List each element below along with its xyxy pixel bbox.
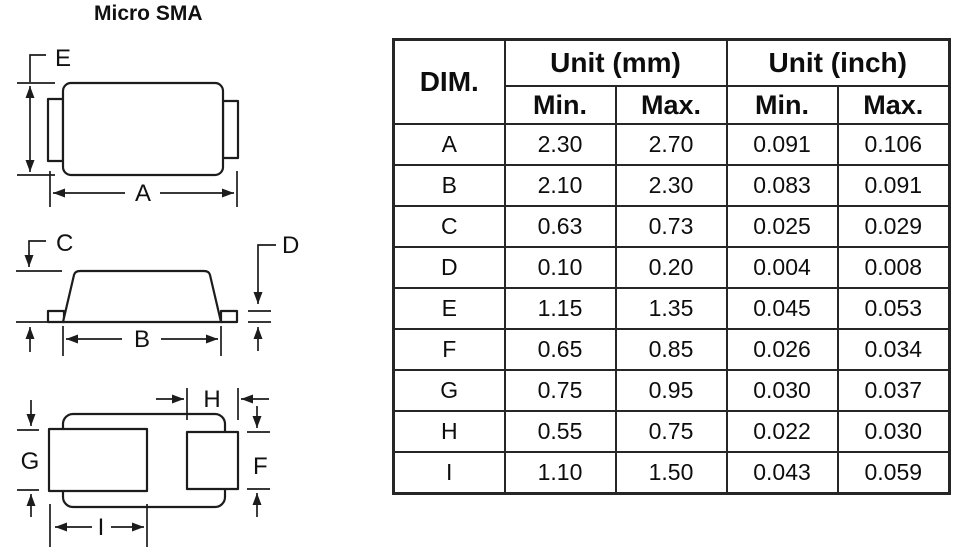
- dim-label-e: E: [55, 45, 71, 72]
- dim-label-c: C: [56, 230, 73, 257]
- col-header-mm-min: Min.: [503, 85, 617, 125]
- side-view-body: [61, 269, 223, 324]
- inch-min-cell: 0.022: [725, 410, 839, 453]
- inch-min-cell: 0.026: [725, 328, 839, 371]
- inch-max-cell: 0.029: [836, 205, 951, 248]
- dimension-table-container: DIM. Unit (mm) Unit (inch) Min. Max. Min…: [392, 38, 952, 495]
- header-row-groups: DIM. Unit (mm) Unit (inch): [392, 38, 951, 125]
- inch-max-cell: 0.106: [836, 123, 951, 166]
- inch-max-cell: 0.091: [836, 164, 951, 207]
- mm-max-cell: 2.70: [614, 123, 728, 166]
- dim-cell: E: [392, 287, 506, 330]
- package-drawings: E A C D: [16, 45, 299, 547]
- side-view: C D B: [16, 230, 299, 356]
- col-header-inch-max: Max.: [836, 85, 951, 125]
- col-header-inch-min: Min.: [725, 85, 839, 125]
- table-row-h: H 0.55 0.75 0.022 0.030: [392, 410, 951, 453]
- inch-max-cell: 0.008: [836, 246, 951, 289]
- mm-max-cell: 0.85: [614, 328, 728, 371]
- bottom-view: G H F I: [17, 386, 270, 547]
- inch-min-cell: 0.045: [725, 287, 839, 330]
- col-header-dim: DIM.: [392, 38, 506, 125]
- inch-min-cell: 0.030: [725, 369, 839, 412]
- inch-min-cell: 0.091: [725, 123, 839, 166]
- top-view-right-lead: [221, 99, 240, 160]
- inch-min-cell: 0.043: [725, 451, 839, 494]
- top-view-body: [61, 81, 225, 177]
- mm-min-cell: 0.10: [503, 246, 617, 289]
- mm-min-cell: 0.65: [503, 328, 617, 371]
- dim-cell: H: [392, 410, 506, 453]
- mm-max-cell: 2.30: [614, 164, 728, 207]
- dim-cell: A: [392, 123, 506, 166]
- mm-max-cell: 0.75: [614, 410, 728, 453]
- table-row-b: B 2.10 2.30 0.083 0.091: [392, 164, 951, 207]
- dim-d-leader-arrow: [253, 244, 276, 304]
- mm-min-cell: 0.75: [503, 369, 617, 412]
- dim-label-a: A: [135, 180, 151, 207]
- table-row-e: E 1.15 1.35 0.045 0.053: [392, 287, 951, 330]
- side-view-left-lead: [46, 309, 66, 324]
- mm-min-cell: 2.30: [503, 123, 617, 166]
- mm-max-cell: 0.20: [614, 246, 728, 289]
- mm-min-cell: 1.15: [503, 287, 617, 330]
- col-header-mm-max: Max.: [614, 85, 728, 125]
- dim-cell: G: [392, 369, 506, 412]
- dim-label-f: F: [253, 453, 268, 480]
- side-view-right-lead: [219, 309, 239, 324]
- dim-label-i: I: [98, 514, 105, 541]
- bottom-view-right-pad: [185, 430, 240, 491]
- inch-min-cell: 0.083: [725, 164, 839, 207]
- dim-cell: B: [392, 164, 506, 207]
- inch-max-cell: 0.053: [836, 287, 951, 330]
- dim-cell: C: [392, 205, 506, 248]
- page-title: Micro SMA: [94, 2, 203, 25]
- dim-label-d: D: [282, 232, 299, 259]
- mm-min-cell: 0.55: [503, 410, 617, 453]
- dim-cell: I: [392, 451, 506, 494]
- table-row-d: D 0.10 0.20 0.004 0.008: [392, 246, 951, 289]
- inch-max-cell: 0.030: [836, 410, 951, 453]
- inch-max-cell: 0.037: [836, 369, 951, 412]
- top-view-left-lead: [46, 97, 65, 163]
- dim-c-leader-arrow: [24, 240, 46, 267]
- mm-min-cell: 1.10: [503, 451, 617, 494]
- table-row-i: I 1.10 1.50 0.043 0.059: [392, 451, 951, 494]
- inch-max-cell: 0.059: [836, 451, 951, 494]
- mm-min-cell: 2.10: [503, 164, 617, 207]
- mm-max-cell: 0.73: [614, 205, 728, 248]
- col-header-unit-inch: Unit (inch): [725, 38, 951, 87]
- bottom-view-left-pad: [47, 427, 149, 493]
- dimension-table: DIM. Unit (mm) Unit (inch) Min. Max. Min…: [392, 38, 952, 495]
- mm-max-cell: 1.50: [614, 451, 728, 494]
- inch-min-cell: 0.025: [725, 205, 839, 248]
- header-row-minmax: Min. Max. Min. Max.: [394, 85, 951, 125]
- dim-label-b: B: [134, 326, 150, 353]
- mm-min-cell: 0.63: [503, 205, 617, 248]
- table-row-a: A 2.30 2.70 0.091 0.106: [392, 123, 951, 166]
- inch-min-cell: 0.004: [725, 246, 839, 289]
- mm-max-cell: 1.35: [614, 287, 728, 330]
- table-row-f: F 0.65 0.85 0.026 0.034: [392, 328, 951, 371]
- col-header-unit-mm: Unit (mm): [503, 38, 728, 87]
- table-row-c: C 0.63 0.73 0.025 0.029: [392, 205, 951, 248]
- dim-cell: F: [392, 328, 506, 371]
- mm-max-cell: 0.95: [614, 369, 728, 412]
- dim-label-g: G: [21, 448, 40, 475]
- dim-label-h: H: [203, 386, 220, 413]
- top-view: E A: [17, 45, 240, 207]
- dim-cell: D: [392, 246, 506, 289]
- inch-max-cell: 0.034: [836, 328, 951, 371]
- table-row-g: G 0.75 0.95 0.030 0.037: [392, 369, 951, 412]
- dim-e-leader: [29, 54, 46, 82]
